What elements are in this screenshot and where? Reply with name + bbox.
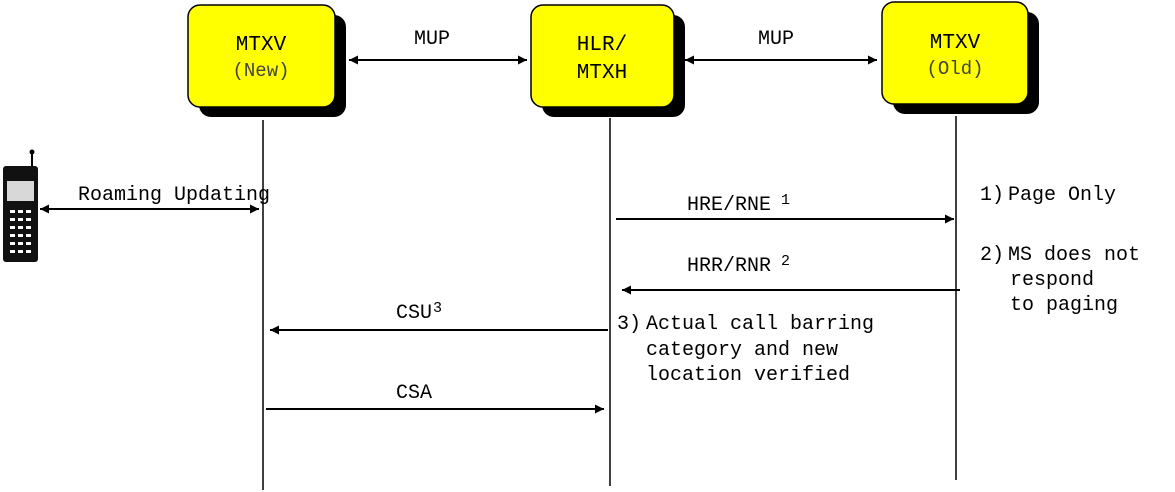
node-title: MTXV bbox=[930, 32, 981, 55]
csa-label: CSA bbox=[396, 382, 432, 405]
node-box bbox=[187, 4, 336, 108]
csu-superscript: 3 bbox=[433, 300, 442, 317]
note-line: category and new bbox=[646, 339, 838, 362]
hrr-rnr-superscript: 2 bbox=[781, 253, 790, 270]
note-line: Actual call barring bbox=[646, 313, 874, 336]
mup-right-label: MUP bbox=[758, 28, 794, 51]
node-box bbox=[881, 1, 1029, 105]
csu-label: CSU3 bbox=[396, 300, 442, 325]
note-line: Page Only bbox=[1008, 184, 1116, 207]
mup-left-label: MUP bbox=[414, 28, 450, 51]
note-number: 2) bbox=[980, 244, 1004, 267]
note-line: respond bbox=[1010, 269, 1094, 292]
node-mtxv-new: MTXV (New) bbox=[187, 4, 346, 117]
node-hlr-mtxh: HLR/ MTXH bbox=[530, 4, 685, 117]
note-3: 3) Actual call barring category and new … bbox=[617, 313, 874, 387]
node-subtitle: (Old) bbox=[926, 58, 983, 80]
node-title: MTXV bbox=[236, 34, 287, 57]
node-subtitle: (New) bbox=[232, 60, 289, 82]
note-line: to paging bbox=[1010, 294, 1118, 317]
roaming-updating-label: Roaming Updating bbox=[78, 184, 270, 207]
node-title: HLR/ bbox=[577, 34, 627, 57]
note-number: 1) bbox=[980, 184, 1004, 207]
mobile-phone-icon bbox=[3, 149, 38, 262]
node-box bbox=[530, 4, 675, 108]
hre-rne-superscript: 1 bbox=[781, 192, 790, 209]
note-1: 1) Page Only bbox=[980, 184, 1116, 207]
note-line: MS does not bbox=[1008, 244, 1140, 267]
note-number: 3) bbox=[617, 313, 641, 336]
node-subtitle: MTXH bbox=[577, 62, 627, 85]
note-2: 2) MS does not respond to paging bbox=[980, 244, 1140, 317]
note-line: location verified bbox=[646, 364, 850, 387]
node-mtxv-old: MTXV (Old) bbox=[881, 1, 1039, 114]
